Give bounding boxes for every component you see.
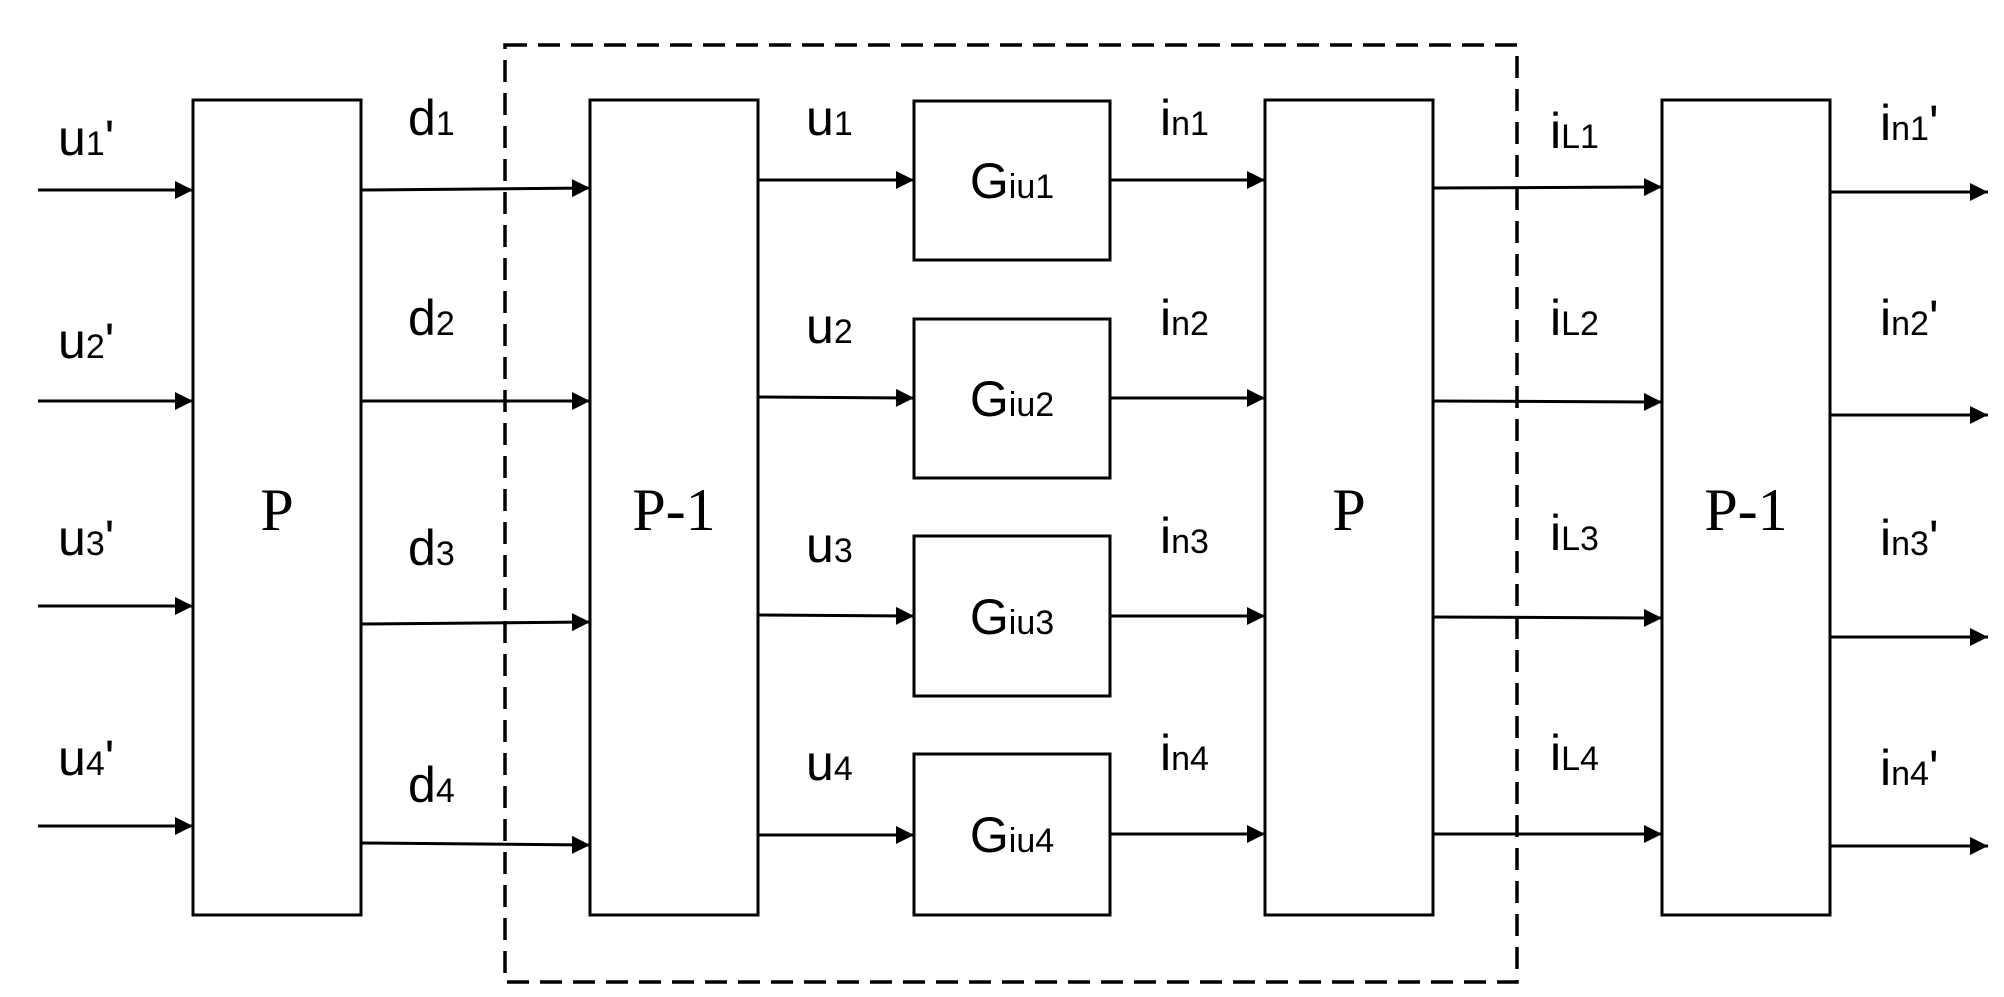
block-p-inverse-left: [588, 98, 760, 917]
output-label-2: in2': [1880, 290, 1938, 346]
block-p-inverse-left-label: P-1: [632, 477, 715, 543]
plant-label-4: G: [970, 807, 1009, 863]
input-label-4: u4': [58, 730, 114, 786]
il-label-3: iL3: [1550, 505, 1599, 561]
il-label-1: iL1: [1550, 103, 1599, 159]
plant-box-3: Giu3: [912, 534, 1112, 698]
input-label-2: u2': [58, 313, 114, 369]
plant-sub-3: iu3: [1009, 604, 1054, 642]
block-p-inverse-right-label: P-1: [1704, 477, 1787, 543]
svg-text:Giu4: Giu4: [970, 807, 1054, 863]
in-label-4: in4: [1160, 725, 1209, 781]
plant-sub-4: iu4: [1009, 822, 1054, 860]
plant-box-4: Giu4: [912, 752, 1112, 917]
il-arrow-3: [1432, 608, 1663, 627]
duty-label-3: d3: [408, 520, 455, 576]
plant-label-2: G: [970, 371, 1009, 427]
duty-arrow-1: [360, 179, 591, 198]
svg-text:Giu2: Giu2: [970, 371, 1054, 427]
duty-label-1: d1: [408, 90, 455, 146]
u-arrow-2: [757, 388, 915, 407]
duty-arrow-3: [360, 613, 591, 632]
u-label-1: u1: [806, 90, 853, 146]
output-label-3: in3': [1880, 510, 1938, 566]
duty-arrow-4: [360, 835, 591, 854]
plant-sub-1: iu1: [1009, 168, 1054, 206]
u-arrow-3: [757, 606, 915, 625]
output-label-4: in4': [1880, 740, 1938, 796]
il-arrow-1: [1432, 178, 1663, 197]
plant-sub-2: iu2: [1009, 386, 1054, 424]
block-p-right: [1263, 98, 1435, 917]
in-label-3: in3: [1160, 508, 1209, 564]
duty-label-2: d2: [408, 290, 455, 346]
il-arrow-2: [1432, 392, 1663, 411]
input-label-3: u3': [58, 510, 114, 566]
plant-box-2: Giu2: [912, 317, 1112, 480]
svg-text:Giu1: Giu1: [970, 153, 1054, 209]
u-label-4: u4: [806, 735, 853, 791]
svg-text:Giu3: Giu3: [970, 589, 1054, 645]
il-label-4: iL4: [1550, 725, 1599, 781]
block-p-left-label: P: [260, 477, 293, 543]
in-label-1: in1: [1160, 90, 1209, 146]
input-label-1: u1': [58, 110, 114, 166]
il-label-2: iL2: [1550, 290, 1599, 346]
block-p-inverse-right: [1660, 98, 1832, 917]
block-p-right-label: P: [1332, 477, 1365, 543]
duty-label-4: d4: [408, 757, 455, 813]
u-label-3: u3: [806, 517, 853, 573]
in-label-2: in2: [1160, 290, 1209, 346]
output-label-1: in1': [1880, 95, 1938, 151]
block-p-left: [191, 98, 363, 917]
plant-label-3: G: [970, 589, 1009, 645]
plant-box-1: Giu1: [912, 99, 1112, 262]
u-label-2: u2: [806, 298, 853, 354]
plant-label-1: G: [970, 153, 1009, 209]
dashed-boundary: [503, 43, 1519, 984]
